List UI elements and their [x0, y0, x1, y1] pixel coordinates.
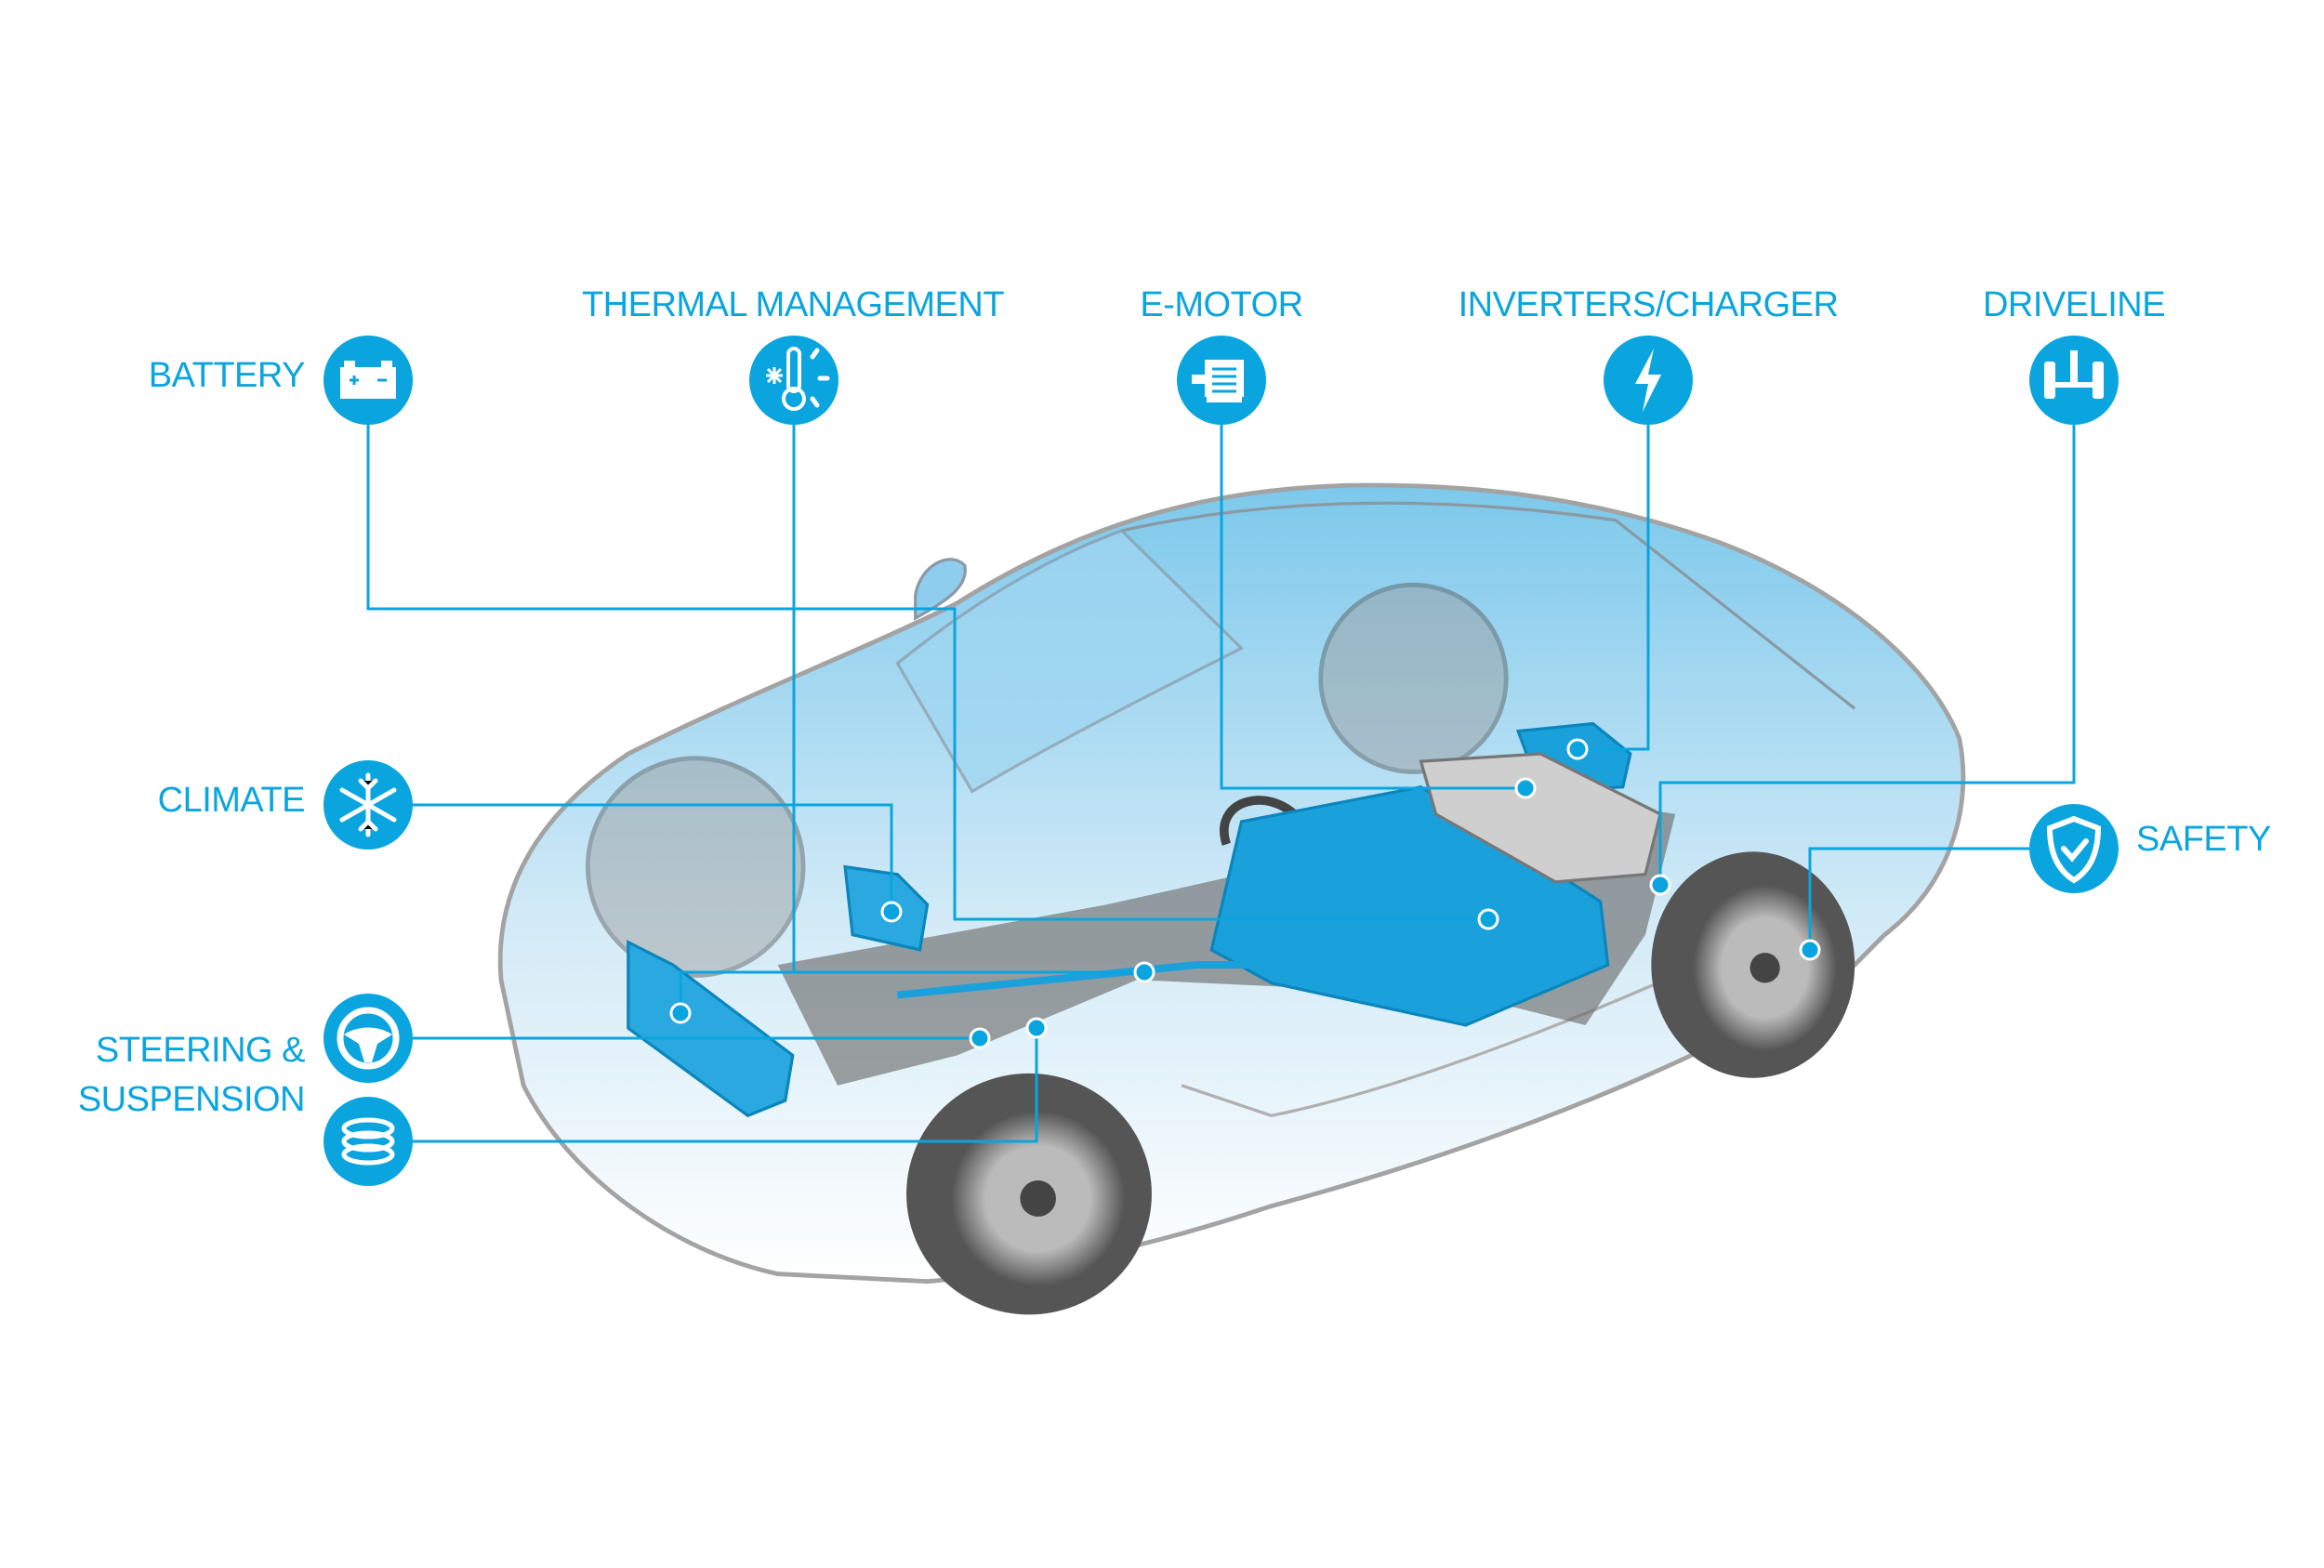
inverters-charger-label: INVERTERS/CHARGER: [1458, 285, 1839, 324]
e-motor-unit: [1419, 752, 1662, 884]
thermometer-snowflake-sun-icon: [749, 336, 838, 425]
shield-check-icon: [2029, 804, 2119, 893]
front-left-wheel: [906, 1073, 1152, 1315]
leader-dots: [669, 738, 1821, 1049]
roof-line: [1121, 501, 1856, 710]
electric-motor-icon: [1177, 336, 1266, 425]
steering-wheel-icon: [324, 994, 413, 1083]
emotor-leader: [1220, 425, 1525, 790]
rear-right-wheel: [1651, 851, 1855, 1078]
windshield: [895, 529, 1245, 794]
snowflake-icon: [324, 760, 413, 850]
steering-label: STEERING &: [95, 1031, 306, 1070]
leader-lines: [366, 425, 2076, 1143]
car-illustration: [497, 482, 1966, 1315]
climate-label: CLIMATE: [157, 781, 306, 820]
inverters-leader: [1578, 425, 1650, 751]
e-motor-label: E-MOTOR: [1140, 285, 1303, 324]
thermal-leader-branch: [679, 970, 1144, 1013]
battery-leader: [366, 425, 1488, 921]
safety-leader: [1808, 847, 2029, 950]
safety-label: SAFETY: [2136, 820, 2271, 859]
climate-leader: [413, 803, 893, 912]
battery-icon: [324, 336, 413, 425]
driveline-label: DRIVELINE: [1982, 285, 2166, 324]
axle-icon: [2029, 336, 2119, 425]
front-right-wheel: [585, 756, 806, 978]
battery-label: BATTERY: [148, 356, 306, 395]
lightning-bolt-icon: [1604, 336, 1693, 425]
thermal-management-label: THERMAL MANAGEMENT: [581, 285, 1005, 324]
coil-spring-icon: [324, 1097, 413, 1186]
radiator: [627, 940, 795, 1118]
suspension-label: SUSPENSION: [77, 1080, 306, 1119]
rear-left-wheel: [1318, 582, 1509, 774]
suspension-leader: [413, 1028, 1038, 1143]
coolant-pipe: [896, 961, 1287, 999]
driveline-leader: [1658, 425, 2076, 885]
